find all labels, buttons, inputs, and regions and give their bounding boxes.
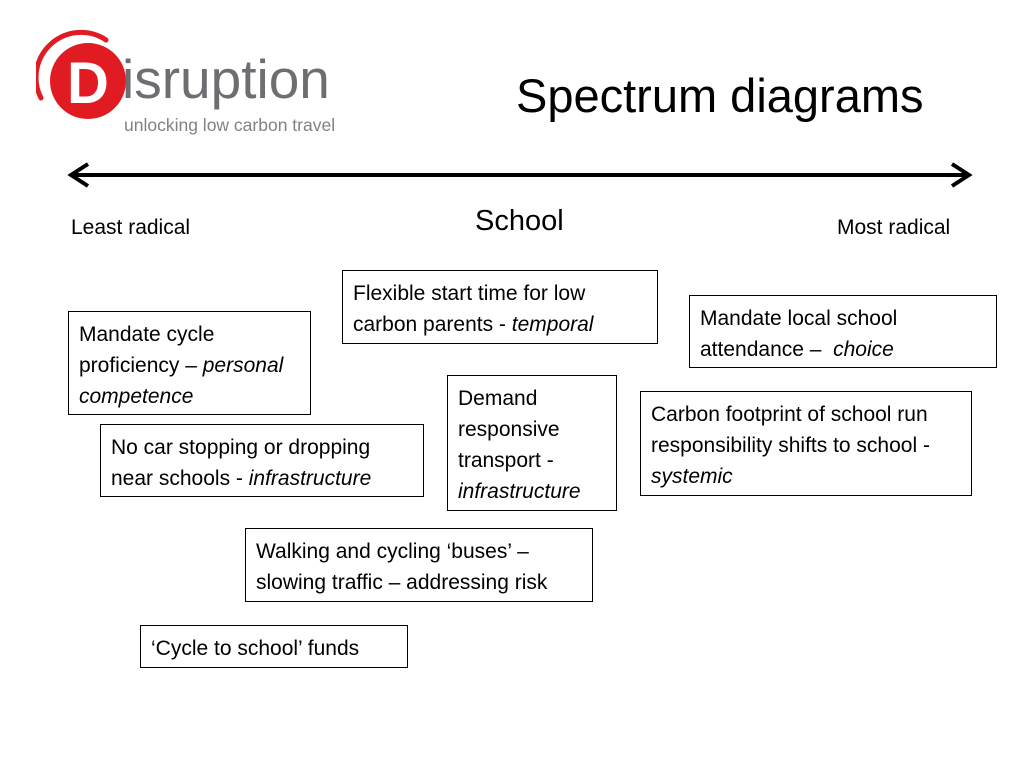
box-mandate-cycle-text: Mandate cycle proficiency – (79, 323, 215, 377)
box-mandate-cycle-tag: personal competence (79, 354, 284, 408)
logo-wordmark: isruption (122, 48, 330, 110)
disruption-logo: D (36, 29, 126, 119)
box-mandate-local: Mandate local school attendance – choice (689, 295, 997, 368)
box-mandate-local-text: Mandate local school attendance – (700, 307, 904, 361)
school-label: School (475, 205, 564, 237)
box-demand-text: Demand responsive transport - (458, 387, 560, 472)
logo-red-circle (50, 43, 126, 119)
box-carbon-tag: systemic (651, 465, 733, 488)
box-flexible-text: Flexible start time for low carbon paren… (353, 282, 586, 336)
box-carbon-footprint: Carbon footprint of school run responsib… (640, 391, 972, 496)
least-radical-label: Least radical (71, 216, 191, 239)
most-radical-label: Most radical (837, 216, 951, 239)
logo-swoosh (36, 29, 109, 101)
box-cycle-funds: ‘Cycle to school’ funds (140, 625, 408, 668)
box-carbon-text: Carbon footprint of school run responsib… (651, 403, 930, 457)
box-no-car: No car stopping or dropping near schools… (100, 424, 424, 497)
logo-tagline: unlocking low carbon travel (124, 115, 336, 135)
box-demand-responsive: Demand responsive transport - infrastruc… (447, 375, 617, 511)
box-flexible-start: Flexible start time for low carbon paren… (342, 270, 658, 344)
logo-letter: D (67, 51, 109, 116)
box-no-car-text: No car stopping or dropping near schools… (111, 436, 371, 490)
box-no-car-tag: infrastructure (248, 467, 372, 490)
page-title: Spectrum diagrams (516, 69, 924, 122)
box-walking-cycling: Walking and cycling ‘buses’ – slowing tr… (245, 528, 593, 602)
box-funds-text: ‘Cycle to school’ funds (151, 637, 360, 660)
box-demand-tag: infrastructure (458, 480, 581, 503)
box-mandate-cycle: Mandate cycle proficiency – personal com… (68, 311, 311, 415)
arrowhead-left (67, 162, 90, 188)
box-flexible-tag: temporal (511, 313, 594, 336)
box-mandate-local-tag: choice (833, 338, 894, 361)
spectrum-arrow (67, 162, 973, 188)
arrowhead-right (950, 162, 973, 188)
box-walking-text: Walking and cycling ‘buses’ – slowing tr… (256, 540, 548, 594)
